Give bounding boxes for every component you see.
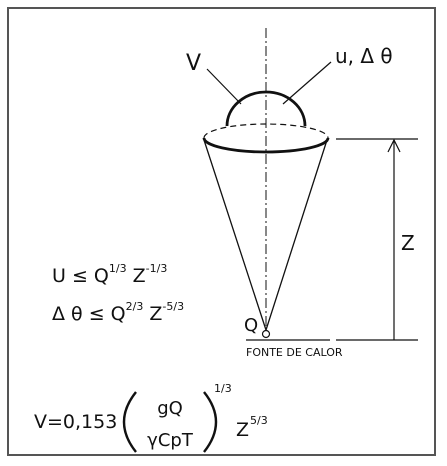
eq1-mid: Z xyxy=(127,265,146,287)
equation-temperature: Δ θ ≤ Q2/3 Z-5/3 xyxy=(52,300,184,325)
eq3-exp1: 1/3 xyxy=(214,382,232,395)
eq3-var: Z xyxy=(236,419,249,441)
heat-source-point xyxy=(261,329,271,339)
right-paren xyxy=(203,391,218,453)
eq3-numerator: gQ xyxy=(157,398,183,419)
eq2-mid: Z xyxy=(143,303,162,325)
equation-velocity: U ≤ Q1/3 Z-1/3 xyxy=(52,262,167,287)
source-label: FONTE DE CALOR xyxy=(246,346,343,359)
u-leader-line xyxy=(282,61,332,105)
cone-right-edge xyxy=(265,139,328,331)
z-arrowhead xyxy=(387,138,401,153)
v-leader-line xyxy=(206,68,242,105)
eq3-denominator: γCpT xyxy=(147,430,194,451)
eq1-lhs: U ≤ Q xyxy=(52,265,109,287)
left-paren xyxy=(122,391,137,453)
eq1-exp1: 1/3 xyxy=(109,262,127,275)
eq2-exp2: -5/3 xyxy=(162,300,184,313)
v-label: V xyxy=(186,51,201,76)
q-label: Q xyxy=(244,315,258,336)
cone-left-edge xyxy=(203,139,267,331)
ring-back-dashed xyxy=(203,123,329,139)
eq1-exp2: -1/3 xyxy=(146,262,168,275)
ring-front xyxy=(202,137,330,154)
eq2-lhs: Δ θ ≤ Q xyxy=(52,303,126,325)
thermal-dome xyxy=(225,90,307,127)
u-dtheta-label: u, Δ θ xyxy=(335,44,393,68)
eq3-lhs: V=0,153 xyxy=(34,411,117,433)
eq3-exp2: 5/3 xyxy=(250,414,268,427)
z-label: Z xyxy=(401,231,415,255)
figure-frame xyxy=(7,7,436,456)
eq2-exp1: 2/3 xyxy=(126,300,144,313)
